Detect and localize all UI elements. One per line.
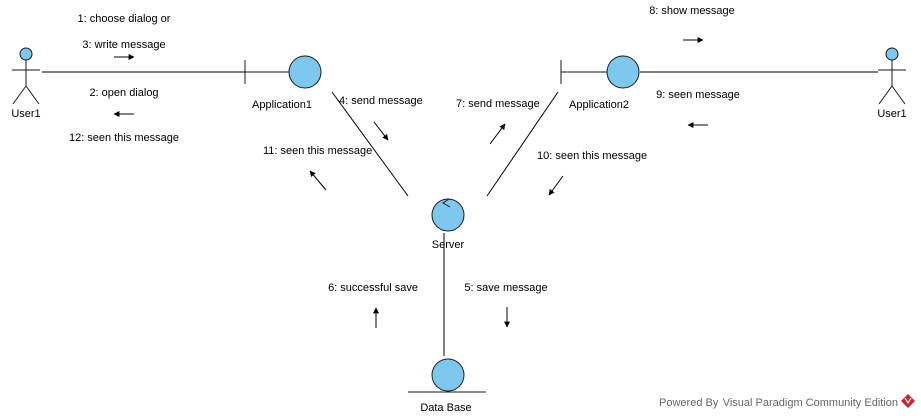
entity-database[interactable]: Data Base [408, 358, 486, 414]
message-arrows [113, 37, 708, 328]
actor-user1-left[interactable]: User1 [11, 47, 41, 120]
message-4-label: 4: send message [339, 95, 423, 107]
visual-paradigm-logo-icon [901, 394, 915, 408]
watermark: Powered By Visual Paradigm Community Edi… [659, 394, 915, 409]
actor-user1-right[interactable]: User1 [877, 47, 907, 120]
arrow-down-left-icon [548, 175, 564, 196]
node-label: Application2 [569, 99, 629, 111]
message-1-label: 1: choose dialog or [78, 13, 171, 25]
message-labels: 1: choose dialog or 3: write message 2: … [69, 5, 740, 294]
arrow-up-right-icon [489, 123, 506, 145]
message-7-label: 7: send message [456, 98, 540, 110]
control-server[interactable]: Server [431, 198, 465, 251]
arrow-up-left-icon [309, 170, 327, 191]
message-10-label: 10: seen this message [537, 150, 647, 162]
boundary-icon [244, 55, 322, 89]
node-label: Server [432, 239, 465, 251]
message-5-label: 5: save message [464, 282, 547, 294]
actor-icon [878, 47, 906, 105]
message-12-label: 12: seen this message [69, 132, 179, 144]
link-app1-server[interactable] [331, 91, 409, 197]
link-app2-server[interactable] [486, 91, 559, 197]
message-3-label: 3: write message [82, 39, 165, 51]
boundary-application2[interactable]: Application2 [560, 55, 640, 111]
arrow-down-right-icon [373, 121, 389, 141]
node-label: Application1 [252, 99, 312, 111]
message-2-label: 2: open dialog [89, 87, 158, 99]
actor-icon [12, 47, 40, 105]
control-icon [431, 198, 465, 232]
actor-label: User1 [877, 108, 906, 120]
links [42, 71, 878, 356]
boundary-application1[interactable]: Application1 [244, 55, 322, 111]
message-8-label: 8: show message [649, 5, 735, 17]
boundary-icon [560, 55, 640, 89]
node-label: Data Base [420, 402, 471, 414]
actor-label: User1 [11, 108, 40, 120]
watermark-text: Powered By Visual Paradigm Community Edi… [659, 397, 898, 409]
entity-icon [408, 358, 486, 393]
message-6-label: 6: successful save [328, 282, 418, 294]
message-11-label: 11: seen this message [263, 145, 372, 157]
message-9-label: 9: seen message [656, 89, 740, 101]
